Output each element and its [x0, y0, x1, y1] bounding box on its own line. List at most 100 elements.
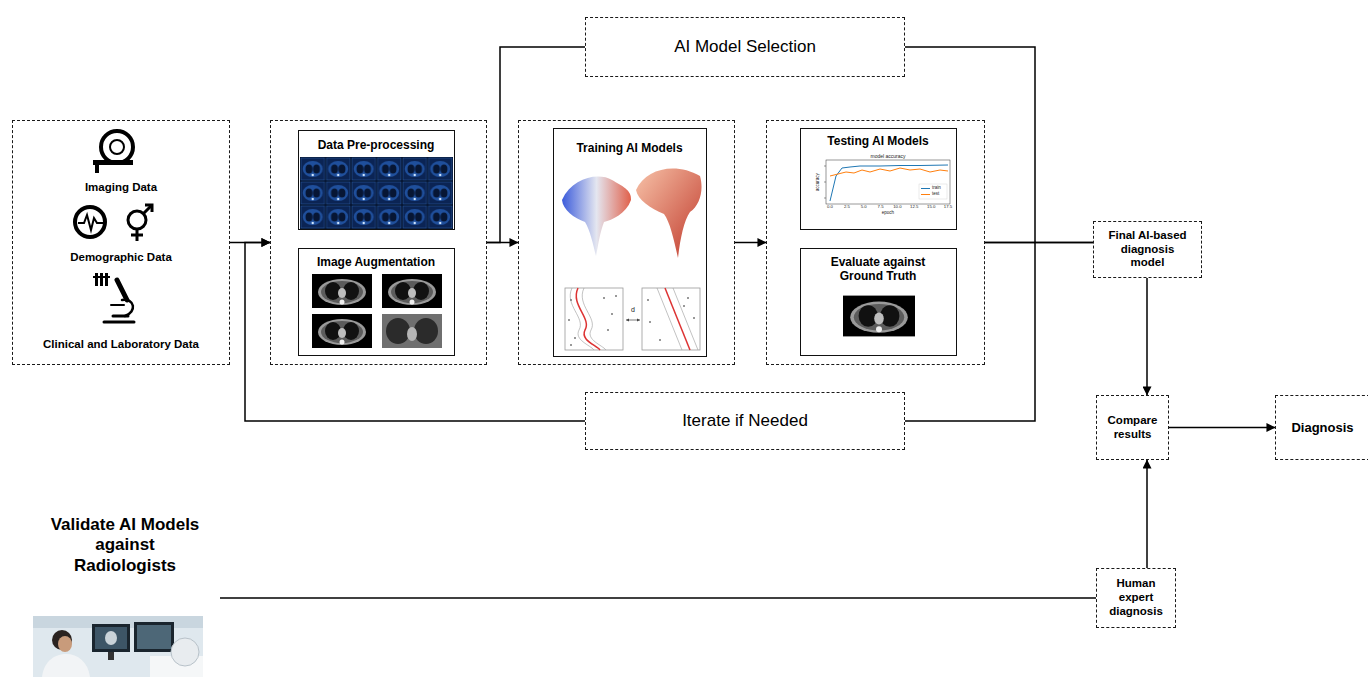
svm-panels [626, 319, 640, 322]
microscope-icon [111, 304, 124, 306]
svm-panels [574, 337, 576, 339]
scanner-icon [93, 160, 133, 165]
result-box: Final AI-based diagnosis model [1093, 221, 1202, 278]
flow-connector [905, 47, 1093, 243]
scanner-icon [95, 165, 99, 173]
section-heading: Validate AI Models against Radiologists [46, 515, 204, 576]
data-source-panel: Imaging DataDemographic DataClinical and… [12, 120, 230, 365]
result-text: Final AI-based diagnosis model [1104, 229, 1191, 270]
chart-label: epoch [848, 211, 928, 216]
step-box: Iterate if Needed [585, 392, 905, 450]
step-text: Iterate if Needed [682, 411, 808, 431]
accuracy-chart [826, 160, 950, 204]
gender-icon [143, 205, 152, 214]
radiologist-photo [95, 627, 127, 649]
box-title: Evaluate against Ground Truth [813, 255, 944, 284]
legend-item: test [932, 192, 939, 197]
radiologist-photo [108, 652, 114, 660]
chart-label: 0.0 [790, 205, 870, 209]
chart-label: 17.5 [908, 205, 988, 209]
flow-connector [905, 243, 1035, 422]
svm-panels [647, 299, 649, 301]
stage-group: Training AI Models [518, 120, 735, 365]
microscope-icon [95, 273, 98, 286]
flow-connector [1169, 427, 1275, 429]
svm-panels [565, 288, 623, 350]
radiologist-photo [134, 622, 174, 652]
radiologist-photo [92, 624, 130, 652]
box-title: Training AI Models [576, 141, 682, 155]
svm-panels [659, 339, 661, 341]
microscope-icon [117, 280, 127, 300]
chart-label: 15.0 [891, 205, 971, 209]
chart-label: model accuracy [848, 154, 928, 159]
result-box: Diagnosis [1275, 395, 1368, 460]
ground-truth-scan [843, 296, 915, 337]
box-title: Data Pre-processing [318, 138, 435, 152]
accuracy-chart [921, 194, 930, 195]
augmented-scans [382, 314, 442, 348]
box-title: Image Augmentation [317, 255, 435, 269]
input-label: Imaging Data [13, 181, 229, 195]
gender-icon [128, 205, 152, 241]
chart-label: 5.0 [824, 205, 904, 209]
process-box: Evaluate against Ground Truth [800, 248, 957, 356]
svm-panels [611, 313, 613, 315]
validation-block: Validate AI Models against Radiologists [30, 512, 220, 677]
accuracy-chart [830, 165, 948, 201]
svm-panels [649, 321, 651, 323]
svm-panels [570, 344, 572, 346]
svm-panels [665, 288, 690, 350]
chart-label: 7.5 [841, 205, 921, 209]
accuracy-chart [824, 160, 950, 204]
radiologist-photo [33, 616, 203, 677]
flow-connector [735, 242, 766, 244]
process-box: Training AI Models [553, 128, 707, 357]
svm-panels [603, 297, 605, 299]
microscope-icon [122, 300, 133, 316]
svm-panels [673, 288, 698, 350]
svm-panels [615, 295, 617, 297]
scanner-icon [110, 140, 124, 154]
microscope-icon [93, 273, 134, 322]
svm-panels [626, 320, 640, 321]
accuracy-chart [824, 182, 826, 183]
input-label: Demographic Data [13, 251, 229, 265]
chart-label: 2.5 [807, 205, 887, 209]
augmented-scans [312, 314, 372, 348]
flow-connector [1146, 460, 1148, 568]
gender-icon [145, 205, 152, 212]
radiologist-photo [33, 616, 203, 677]
box-title: Testing AI Models [827, 134, 928, 148]
result-text: Human expert diagnosis [1101, 577, 1171, 618]
svm-panels [570, 299, 572, 301]
svm-panels [565, 288, 700, 350]
input-label: Clinical and Laboratory Data [13, 338, 229, 352]
augmented-scans [312, 274, 442, 348]
microscope-icon [93, 276, 110, 278]
vitals-icon [78, 215, 103, 230]
accuracy-chart [921, 188, 930, 189]
microscope-icon [105, 273, 108, 286]
microscope-icon [100, 273, 103, 286]
microscope-icon [104, 321, 134, 324]
loss-surface [562, 168, 702, 258]
svm-panels [693, 317, 695, 319]
flow-connector [220, 597, 1096, 599]
loss-surface [636, 168, 702, 258]
augmented-scans [382, 274, 442, 308]
ct-collage [300, 157, 453, 229]
svm-panels [657, 288, 682, 350]
flow-connector [245, 243, 585, 422]
stage-group: Data Pre-processingImage Augmentation [270, 120, 487, 365]
scanner-icon [101, 131, 133, 163]
radiologist-photo [137, 625, 171, 649]
result-text: Compare results [1101, 414, 1164, 442]
augmented-scans [414, 318, 438, 344]
chart-label: accuracy [816, 142, 821, 222]
svm-panels [687, 297, 689, 299]
accuracy-chart [919, 184, 947, 199]
augmented-scans [386, 318, 410, 344]
radiologist-photo [171, 638, 199, 666]
